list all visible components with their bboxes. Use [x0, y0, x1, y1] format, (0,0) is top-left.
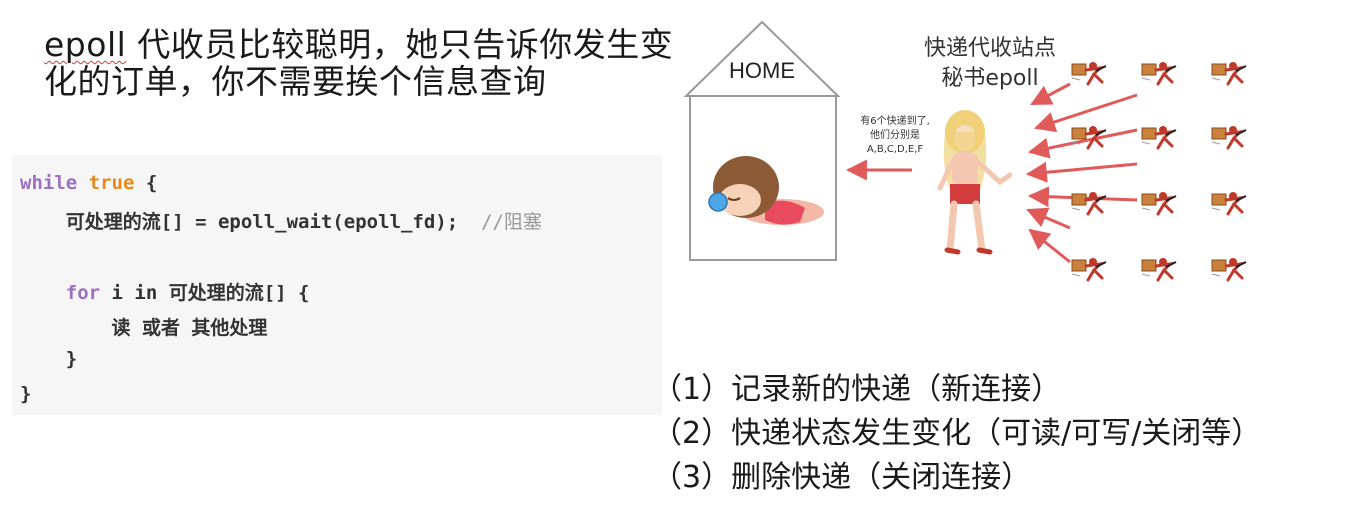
courier-icon: [1070, 256, 1108, 282]
code-line-6: }: [20, 383, 32, 405]
woman-receiver-icon: [937, 110, 1013, 255]
code-literal-true: true: [77, 172, 135, 194]
code-keyword-while: while: [20, 172, 78, 194]
code-line-1: while true {: [20, 172, 157, 194]
courier-icon: [1210, 60, 1248, 86]
courier-icon: [1140, 256, 1178, 282]
code-comment: //阻塞: [481, 211, 542, 233]
code-brace: {: [134, 172, 158, 194]
courier-icon: [1210, 124, 1248, 150]
code-line-3: for i in 可处理的流[] {: [20, 278, 310, 305]
code-for-rest: i in 可处理的流[] {: [100, 282, 310, 304]
courier-icon: [1140, 124, 1178, 150]
event-item: （1）记录新的快递（新连接）: [652, 372, 1062, 407]
note-line-1: 有6个快递到了,: [860, 116, 930, 127]
code-block: while true { 可处理的流[] = epoll_wait(epoll_…: [12, 155, 662, 415]
courier-icon: [1210, 190, 1248, 216]
code-line-2: 可处理的流[] = epoll_wait(epoll_fd); //阻塞: [20, 207, 542, 234]
event-item: （3）删除快递（关闭连接）: [652, 460, 1032, 495]
courier-icon: [1140, 190, 1178, 216]
station-title-line-1: 快递代收站点: [923, 36, 1056, 61]
courier-icon: [1070, 190, 1108, 216]
code-line-4: 读 或者 其他处理: [20, 317, 268, 339]
courier-grid: [1070, 60, 1248, 282]
code-line-5: }: [20, 348, 78, 370]
event-list: （1）记录新的快递（新连接） （2）快递状态发生变化（可读/可写/关闭等） （3…: [652, 368, 1261, 500]
headline-keyword: epoll: [44, 25, 127, 64]
code-statement: 可处理的流[] = epoll_wait(epoll_fd);: [20, 211, 482, 233]
incoming-arrows: [1025, 82, 1138, 264]
note-line-3: A,B,C,D,E,F: [866, 144, 924, 155]
home-label: HOME: [729, 58, 795, 83]
headline: epoll 代收员比较聪明，她只告诉你发生变化的订单，你不需要挨个信息查询: [44, 26, 684, 100]
code-keyword-for: for: [65, 282, 101, 304]
headline-text: 代收员比较聪明，她只告诉你发生变化的订单，你不需要挨个信息查询: [44, 25, 674, 101]
event-item: （2）快递状态发生变化（可读/可写/关闭等）: [652, 416, 1262, 451]
delivery-note: 有6个快递到了, 他们分别是 A,B,C,D,E,F: [835, 115, 955, 157]
courier-icon: [1210, 256, 1248, 282]
sleeping-person-icon: [708, 156, 824, 225]
courier-icon: [1140, 60, 1178, 86]
station-title: 快递代收站点 秘书epoll: [880, 34, 1100, 94]
note-line-2: 他们分别是: [870, 130, 920, 141]
station-title-line-2: 秘书epoll: [941, 66, 1039, 91]
